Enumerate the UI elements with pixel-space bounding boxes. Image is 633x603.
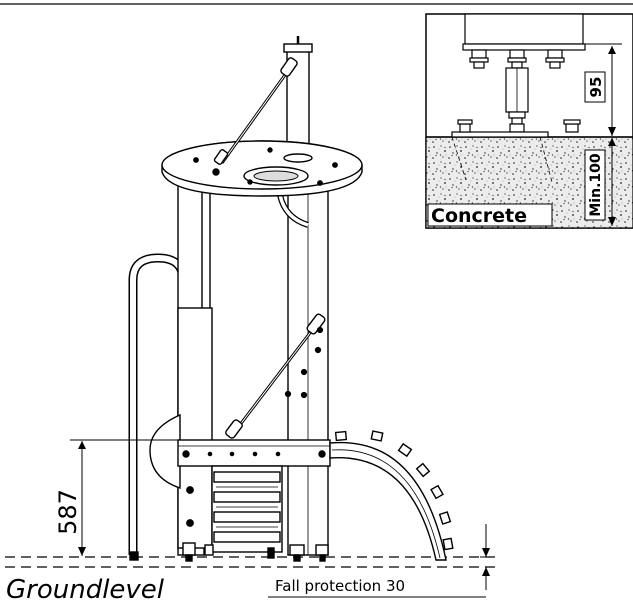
height-dimension-label: 587	[54, 489, 82, 535]
lower-post-block	[177, 307, 213, 549]
clearance-dimension-label: 95	[587, 77, 605, 98]
equipment-structure	[5, 36, 500, 568]
ladder	[211, 465, 283, 553]
fall-protection-label: Fall protection 30	[275, 577, 405, 595]
fall-protection-dimension	[268, 524, 494, 598]
groundlevel-label: Groundlevel	[6, 575, 165, 603]
height-dimension	[70, 439, 178, 556]
side-shield	[149, 413, 181, 489]
detail-inset: 95 Min.100 Concrete	[425, 13, 633, 229]
depth-dimension-label: Min.100	[588, 153, 604, 216]
concrete-label: Concrete	[431, 205, 527, 227]
curved-slide	[329, 441, 447, 561]
handrail	[128, 253, 188, 555]
